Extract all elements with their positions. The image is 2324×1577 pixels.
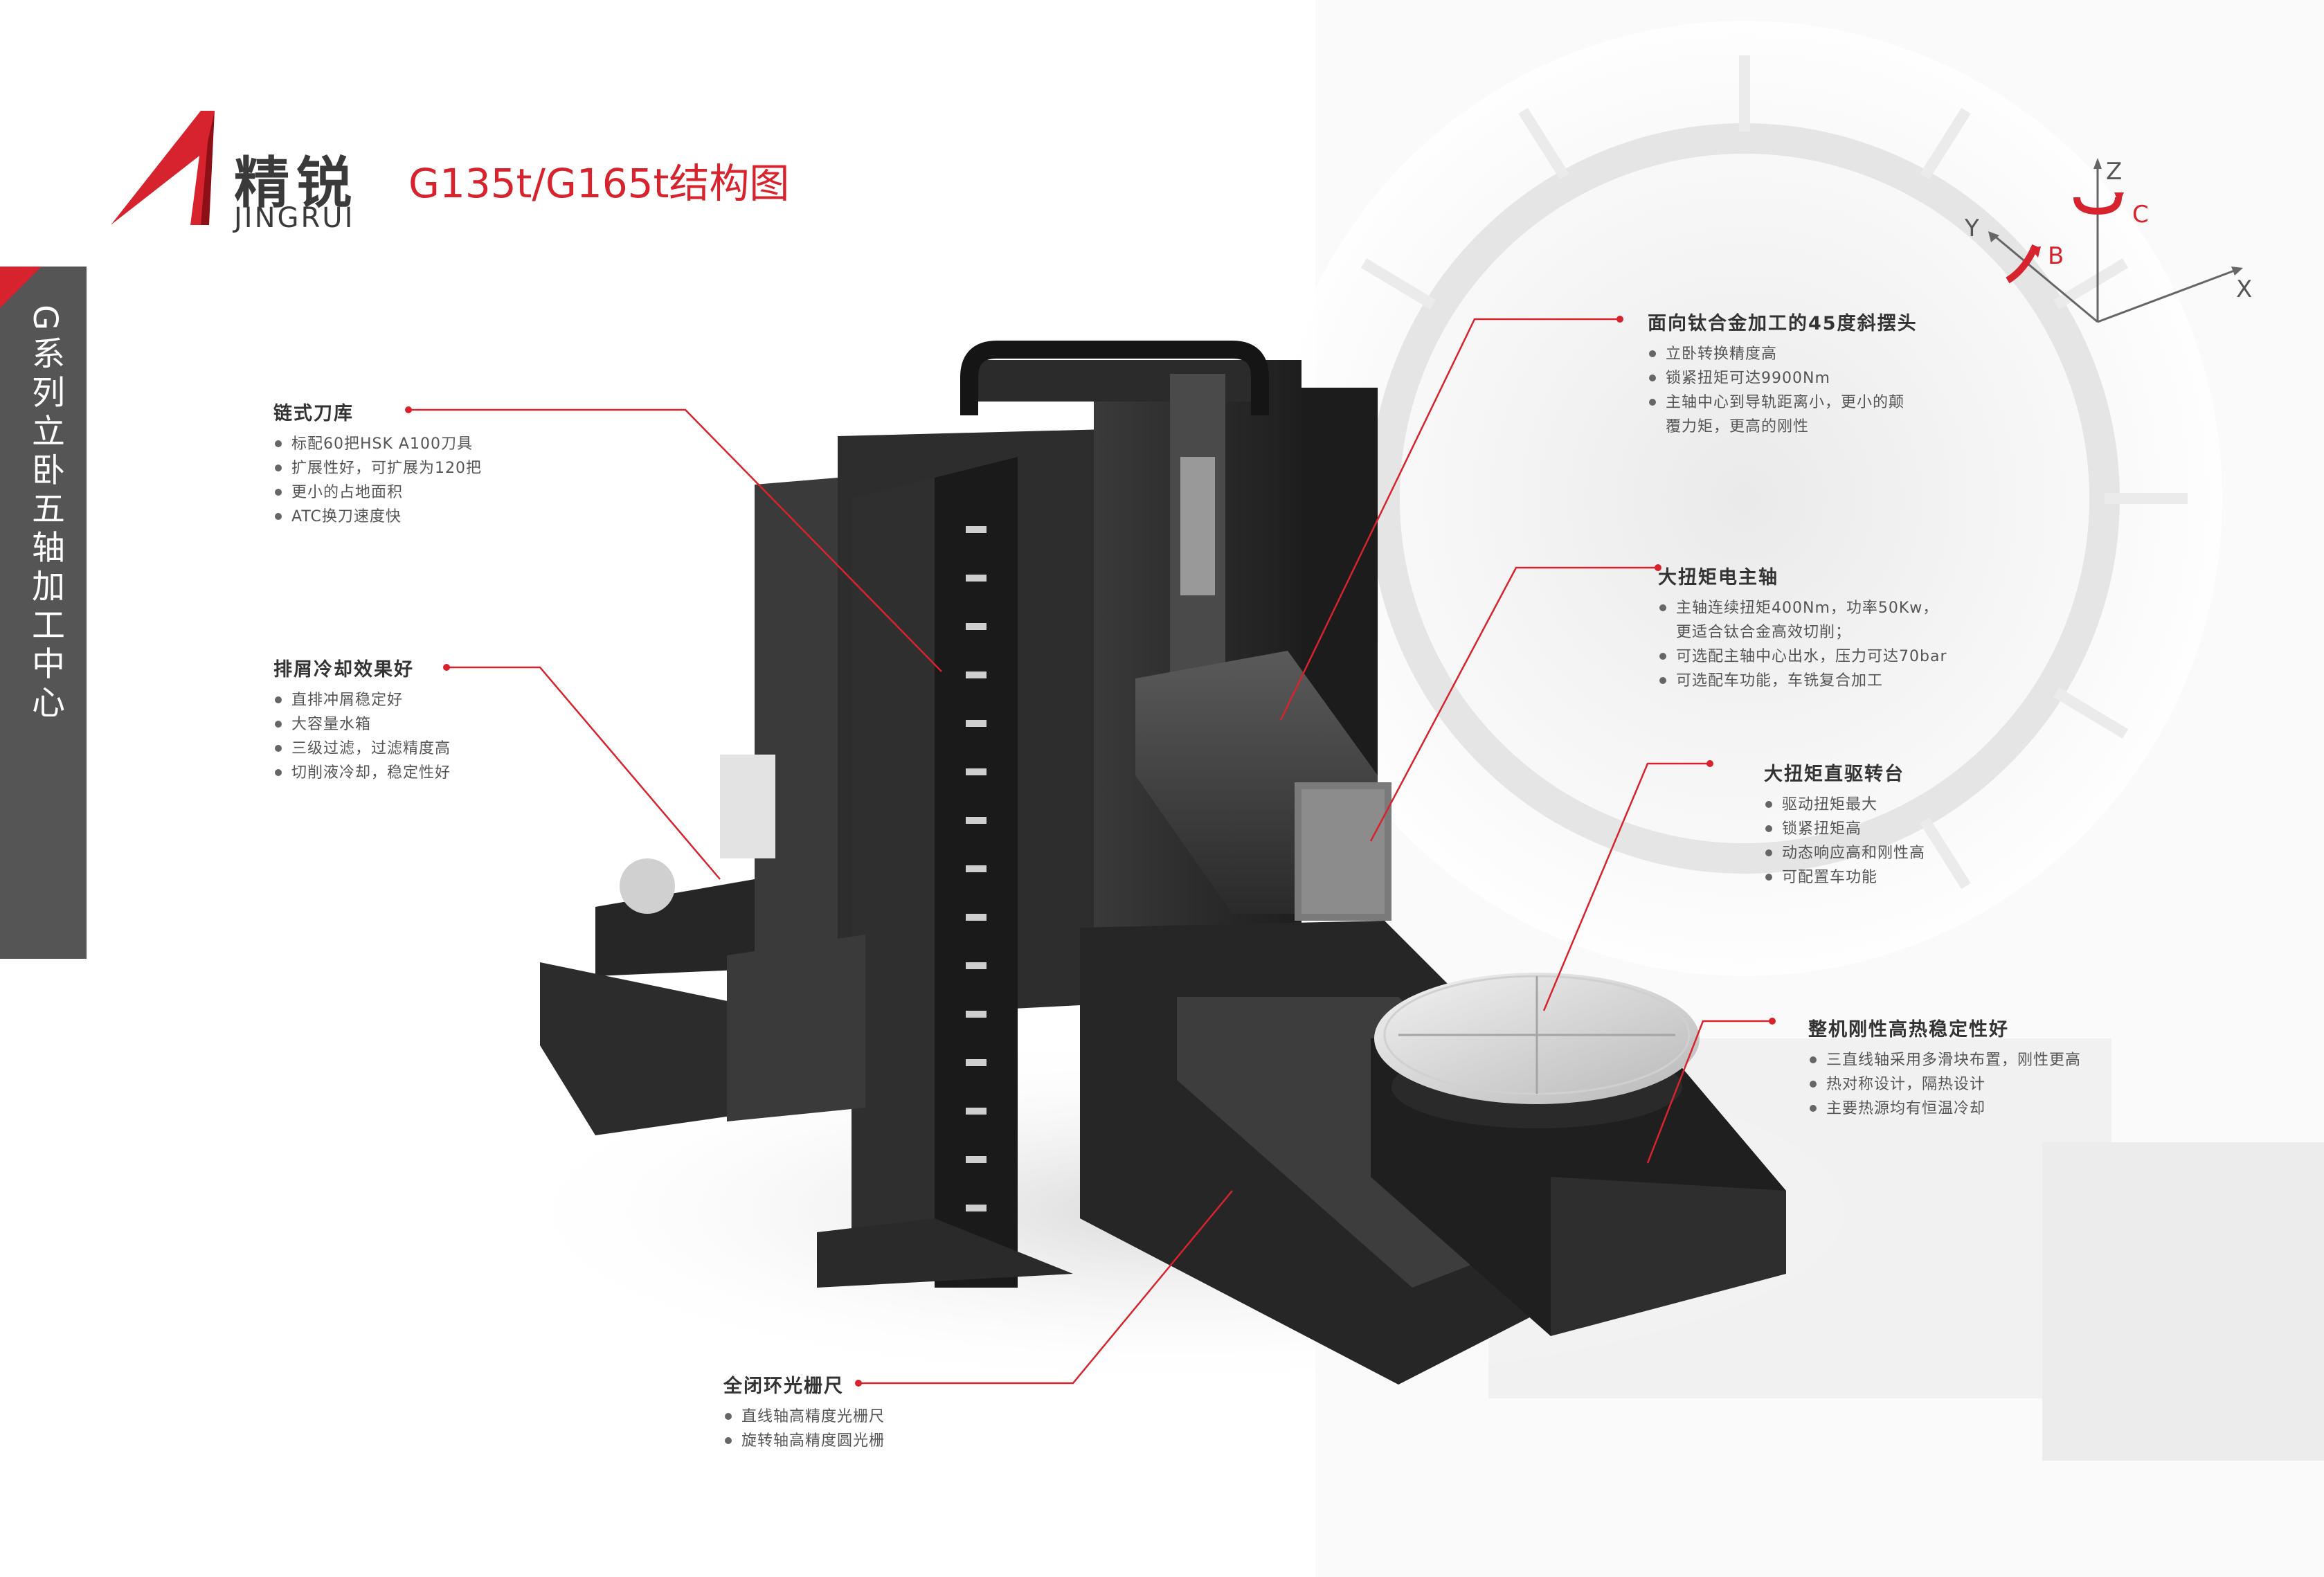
axis-lines-icon	[1988, 158, 2243, 323]
feature-item: 可选配车功能，车铣复合加工	[1658, 669, 1947, 693]
feature-rotary-table: 大扭矩直驱转台 驱动扭矩最大 锁紧扭矩高 动态响应高和刚性高 可配置车功能	[1764, 759, 1925, 890]
feature-title: 排屑冷却效果好	[273, 659, 414, 681]
feature-swivel-head: 面向钛合金加工的45度斜摆头 立卧转换精度高 锁紧扭矩可达9900Nm 主轴中心…	[1648, 308, 1918, 439]
jingrui-logo-icon	[111, 111, 215, 225]
feature-item: 动态响应高和刚性高	[1764, 841, 1925, 865]
feature-item: 主要热源均有恒温冷却	[1808, 1097, 2081, 1121]
feature-tool-magazine: 链式刀库 标配60把HSK A100刀具 扩展性好，可扩展为120把 更小的占地…	[273, 398, 482, 529]
feature-item: 锁紧扭矩高	[1764, 817, 1925, 841]
axis-y-label: Y	[1965, 215, 1979, 242]
axis-b-label: B	[2048, 242, 2064, 270]
axis-c-label: C	[2132, 201, 2149, 228]
feature-item: 更小的占地面积	[273, 480, 482, 505]
feature-title: 全闭环光栅尺	[723, 1376, 844, 1397]
feature-title: 链式刀库	[273, 403, 354, 424]
feature-title: 面向钛合金加工的45度斜摆头	[1648, 313, 1918, 334]
feature-item: 旋转轴高精度圆光栅	[723, 1429, 885, 1453]
feature-item: 切削液冷却，稳定性好	[273, 761, 451, 785]
feature-item: 可配置车功能	[1764, 865, 1925, 890]
feature-grating-scale: 全闭环光栅尺 直线轴高精度光栅尺 旋转轴高精度圆光栅	[723, 1371, 885, 1453]
axis-x-label: X	[2236, 276, 2253, 303]
feature-item: 驱动扭矩最大	[1764, 793, 1925, 817]
feature-chip-cooling: 排屑冷却效果好 直排冲屑稳定好 大容量水箱 三级过滤，过滤精度高 切削液冷却，稳…	[273, 654, 451, 785]
side-series-label: G系列立卧五轴加工中心	[26, 305, 64, 724]
feature-title: 大扭矩电主轴	[1658, 567, 1778, 588]
feature-item: 主轴连续扭矩400Nm，功率50Kw，	[1658, 596, 1947, 620]
side-tab-accent	[0, 267, 42, 308]
axis-diagram: Z Y X B C	[1911, 145, 2271, 339]
feature-title: 大扭矩直驱转台	[1764, 764, 1904, 785]
feature-item: 三直线轴采用多滑块布置，刚性更高	[1808, 1048, 2081, 1072]
feature-item-continued: 更适合钛合金高效切削；	[1676, 624, 1852, 641]
page-title: G135t/G165t结构图	[408, 160, 790, 207]
axis-z-label: Z	[2106, 158, 2123, 186]
feature-title: 整机刚性高热稳定性好	[1808, 1019, 2009, 1040]
feature-item: 大容量水箱	[273, 712, 451, 737]
feature-item-continued: 覆力矩，更高的刚性	[1666, 418, 1810, 435]
brand-name-en: JINGRUI	[234, 202, 355, 234]
feature-item: 标配60把HSK A100刀具	[273, 432, 482, 456]
feature-item: ATC换刀速度快	[273, 505, 482, 529]
feature-item: 热对称设计，隔热设计	[1808, 1072, 2081, 1097]
feature-item: 三级过滤，过滤精度高	[273, 737, 451, 761]
feature-item: 直线轴高精度光栅尺	[723, 1405, 885, 1429]
feature-item: 锁紧扭矩可达9900Nm	[1648, 366, 1918, 390]
side-tab	[0, 267, 87, 959]
brand-name-cn: 精锐	[234, 151, 359, 215]
feature-item: 直排冲屑稳定好	[273, 688, 451, 712]
feature-item: 立卧转换精度高	[1648, 342, 1918, 366]
feature-item: 扩展性好，可扩展为120把	[273, 456, 482, 480]
feature-spindle: 大扭矩电主轴 主轴连续扭矩400Nm，功率50Kw， 更适合钛合金高效切削； 可…	[1658, 562, 1947, 693]
feature-item: 主轴中心到导轨距离小，更小的颠	[1648, 390, 1918, 415]
feature-rigidity: 整机刚性高热稳定性好 三直线轴采用多滑块布置，刚性更高 热对称设计，隔热设计 主…	[1808, 1014, 2081, 1121]
feature-item: 可选配主轴中心出水，压力可达70bar	[1658, 645, 1947, 669]
